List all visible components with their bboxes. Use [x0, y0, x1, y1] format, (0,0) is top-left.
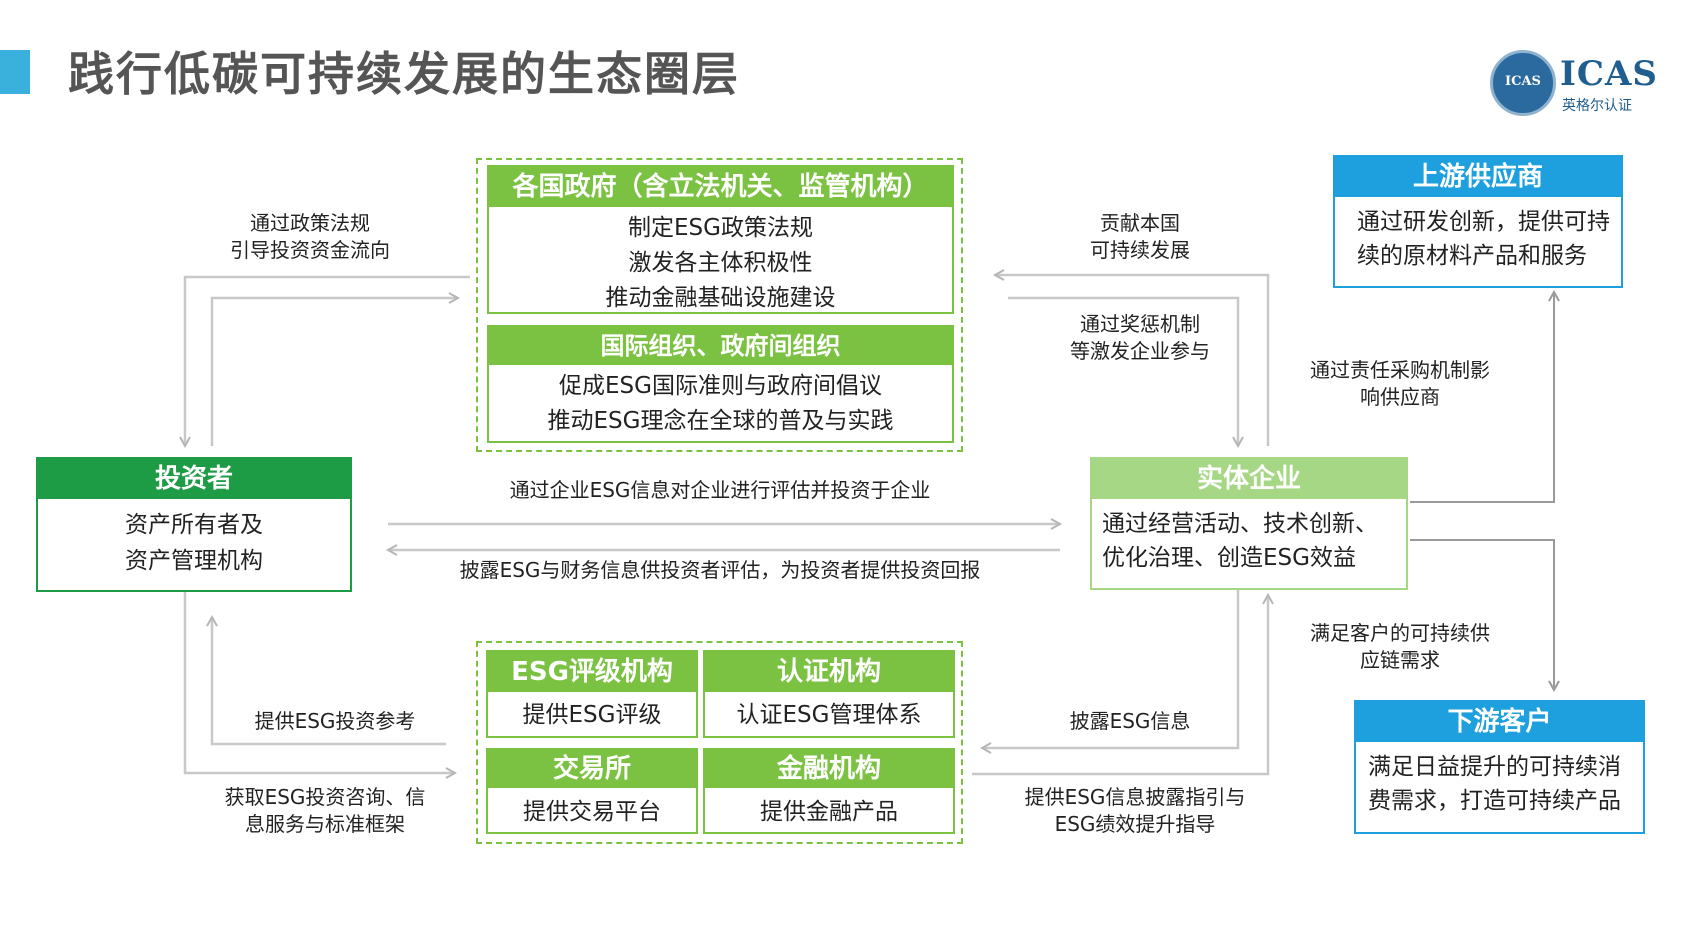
arrow-enterprise-to-downstream [1410, 539, 1554, 690]
label-line: 通过奖惩机制 [1080, 312, 1200, 336]
arrow-enterprise-to-services [982, 590, 1240, 748]
label-line: 等激发企业参与 [1070, 339, 1210, 363]
icas-subtitle: 英格尔认证 [1562, 98, 1632, 114]
rating-agency-box: ESG评级机构 提供ESG评级 [486, 650, 698, 738]
label-disclose-esg: 披露ESG信息 [1069, 709, 1191, 733]
label-contribute: 贡献本国 可持续发展 [1060, 210, 1220, 264]
investor-header: 投资者 [38, 459, 350, 499]
government-body: 制定ESG政策法规 激发各主体积极性 推动金融基础设施建设 [489, 211, 952, 316]
intl-org-box: 国际组织、政府间组织 促成ESG国际准则与政府间倡议 推动ESG理念在全球的普及… [487, 325, 954, 443]
label-incentive: 通过奖惩机制 等激发企业参与 [1040, 311, 1240, 365]
intl-org-header: 国际组织、政府间组织 [489, 327, 952, 365]
enterprise-box: 实体企业 通过经营活动、技术创新、 优化治理、创造ESG效益 [1090, 457, 1408, 590]
government-header: 各国政府（含立法机关、监管机构） [489, 167, 952, 207]
certification-header: 认证机构 [705, 652, 953, 692]
financial-institution-header: 金融机构 [705, 750, 953, 788]
label-line: 引导投资资金流向 [230, 238, 390, 262]
label-line: 通过责任采购机制影 [1310, 358, 1490, 382]
rating-agency-body: 提供ESG评级 [522, 702, 662, 728]
arrow-enterprise-to-gov [995, 275, 1270, 446]
downstream-line: 满足日益提升的可持续消 [1368, 754, 1621, 780]
downstream-line: 费需求，打造可持续产品 [1368, 788, 1621, 814]
arrow-investor-to-services [183, 590, 455, 773]
label-customer-need: 满足客户的可持续供 应链需求 [1290, 620, 1510, 674]
upstream-header: 上游供应商 [1335, 157, 1621, 197]
label-get-consulting: 获取ESG投资咨询、信 息服务与标准框架 [200, 784, 450, 838]
label-procurement: 通过责任采购机制影 响供应商 [1290, 357, 1510, 411]
arrow-enterprise-to-upstream [1410, 292, 1554, 503]
government-line: 激发各主体积极性 [628, 250, 813, 276]
upstream-body: 通过研发创新，提供可持 续的原材料产品和服务 [1335, 205, 1621, 273]
service-institutions-group [476, 641, 963, 844]
label-disclosure-guide: 提供ESG信息披露指引与 ESG绩效提升指导 [1000, 784, 1270, 838]
enterprise-body: 通过经营活动、技术创新、 优化治理、创造ESG效益 [1092, 507, 1406, 575]
arrow-services-to-investor [212, 617, 446, 746]
arrow-investor-to-gov [210, 298, 458, 446]
investor-body: 资产所有者及 资产管理机构 [38, 507, 350, 579]
government-box: 各国政府（含立法机关、监管机构） 制定ESG政策法规 激发各主体积极性 推动金融… [487, 165, 954, 314]
investor-box: 投资者 资产所有者及 资产管理机构 [36, 457, 352, 592]
financial-institution-body: 提供金融产品 [760, 799, 898, 825]
exchange-header: 交易所 [488, 750, 696, 788]
rating-agency-header: ESG评级机构 [488, 652, 696, 692]
upstream-line: 续的原材料产品和服务 [1357, 243, 1587, 269]
icas-emblem-text: ICAS [1505, 74, 1541, 89]
downstream-header: 下游客户 [1356, 702, 1643, 742]
exchange-body: 提供交易平台 [523, 799, 661, 825]
label-policy-guide: 通过政策法规 引导投资资金流向 [210, 210, 410, 264]
certification-box: 认证机构 认证ESG管理体系 [703, 650, 955, 738]
label-line: 应链需求 [1360, 648, 1440, 672]
arrow-gov-to-investor [185, 275, 470, 446]
upstream-line: 通过研发创新，提供可持 [1357, 209, 1610, 235]
label-invest-reference: 提供ESG投资参考 [254, 709, 416, 733]
downstream-box: 下游客户 满足日益提升的可持续消 费需求，打造可持续产品 [1354, 700, 1645, 834]
downstream-body: 满足日益提升的可持续消 费需求，打造可持续产品 [1356, 750, 1643, 818]
icas-emblem: ICAS [1490, 50, 1556, 116]
label-line: 可持续发展 [1090, 238, 1190, 262]
label-line: 响供应商 [1360, 385, 1440, 409]
label-line: 提供ESG信息披露指引与 [1024, 785, 1246, 809]
certification-body: 认证ESG管理体系 [736, 702, 922, 728]
label-line: 贡献本国 [1100, 211, 1180, 235]
exchange-box: 交易所 提供交易平台 [486, 748, 698, 834]
financial-institution-box: 金融机构 提供金融产品 [703, 748, 955, 834]
arrow-services-to-enterprise [972, 595, 1268, 776]
intl-org-line: 推动ESG理念在全球的普及与实践 [547, 408, 894, 434]
icas-logo: ICAS ICAS 英格尔认证 [1490, 50, 1662, 120]
label-disclose-return: 披露ESG与财务信息供投资者评估，为投资者提供投资回报 [459, 558, 981, 582]
icas-wordmark: ICAS [1560, 54, 1658, 94]
enterprise-line: 通过经营活动、技术创新、 [1102, 511, 1378, 537]
government-group [476, 158, 963, 452]
enterprise-header: 实体企业 [1092, 459, 1406, 499]
government-line: 推动金融基础设施建设 [605, 285, 836, 311]
intl-org-line: 促成ESG国际准则与政府间倡议 [559, 373, 882, 399]
label-line: ESG绩效提升指导 [1054, 812, 1216, 836]
page-title: 践行低碳可持续发展的生态圈层 [68, 47, 740, 101]
label-evaluate-invest: 通过企业ESG信息对企业进行评估并投资于企业 [509, 478, 931, 502]
enterprise-line: 优化治理、创造ESG效益 [1102, 545, 1356, 571]
label-line: 获取ESG投资咨询、信 [224, 785, 426, 809]
investor-line: 资产所有者及 [125, 512, 263, 538]
title-accent-bar [0, 50, 30, 94]
intl-org-body: 促成ESG国际准则与政府间倡议 推动ESG理念在全球的普及与实践 [489, 369, 952, 439]
label-line: 息服务与标准框架 [245, 812, 405, 836]
investor-line: 资产管理机构 [125, 548, 263, 574]
label-line: 满足客户的可持续供 [1310, 621, 1490, 645]
upstream-box: 上游供应商 通过研发创新，提供可持 续的原材料产品和服务 [1333, 155, 1623, 288]
label-line: 通过政策法规 [250, 211, 370, 235]
government-line: 制定ESG政策法规 [628, 215, 813, 241]
arrow-gov-to-enterprise [1008, 296, 1238, 446]
